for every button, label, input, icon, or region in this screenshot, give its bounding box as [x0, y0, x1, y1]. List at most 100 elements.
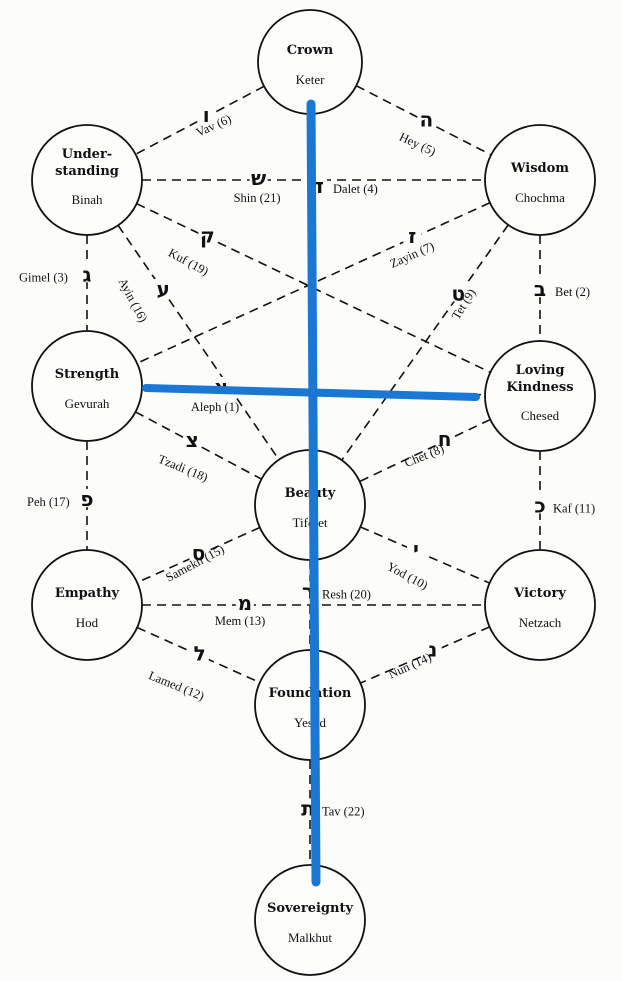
sephirah-title: Empathy: [55, 586, 120, 601]
path-line-nun: [360, 626, 490, 684]
hebrew-letter-kuf: ק: [200, 223, 215, 247]
sephirah-circle: [31, 330, 143, 442]
path-label-tav: Tav (22): [322, 804, 365, 818]
hebrew-letter-lamed: ל: [194, 642, 206, 666]
hebrew-letter-nun: נ: [428, 638, 437, 662]
sephirah-title: Kindness: [506, 380, 573, 395]
sephirah-subtitle: Binah: [71, 192, 103, 207]
path-label-peh: Peh (17): [27, 495, 70, 509]
path-label-mem: Mem (13): [215, 614, 265, 628]
hebrew-letter-bet: ב: [534, 277, 546, 301]
path-line-zayin: [136, 202, 491, 364]
glyph-backdrop: [449, 283, 468, 302]
glyph-backdrop: [531, 495, 549, 514]
path-label-nun: Nun (14): [386, 650, 433, 681]
path-label-resh: Resh (20): [322, 587, 371, 601]
hebrew-letter-samekh: ס: [192, 541, 206, 565]
glyph-backdrop: [235, 593, 254, 611]
hebrew-letter-mem: מ: [238, 591, 252, 615]
sephirah-title: Strength: [55, 367, 120, 382]
path-line-chet: [359, 418, 491, 483]
sephirah-subtitle: Malkhut: [288, 930, 332, 945]
path-label-gimel: Gimel (3): [19, 270, 68, 284]
path-label-tzadi: Tzadi (18): [156, 452, 210, 485]
path-label-kaf: Kaf (11): [553, 501, 595, 515]
path-label-shin: Shin (21): [234, 191, 281, 205]
glyph-backdrop: [198, 225, 217, 244]
sephirah-circle: [254, 864, 366, 976]
sephirah-circle: [484, 549, 596, 661]
path-label-lamed: Lamed (12): [147, 668, 207, 703]
glyph-backdrop: [435, 429, 454, 448]
glyph-backdrop: [531, 279, 549, 298]
sephirah-circle: [484, 124, 596, 236]
sephirah-subtitle: Chesed: [521, 408, 560, 423]
sephirah-circle: [31, 549, 143, 661]
sephirah-subtitle: Hod: [76, 615, 99, 630]
glyph-backdrop: [78, 264, 96, 283]
sephirah-subtitle: Yesod: [294, 715, 326, 730]
vertical-overlay-line: [306, 99, 321, 887]
horizontal-overlay-line: [142, 384, 480, 401]
glyph-backdrop: [406, 539, 425, 558]
sephirah-title: standing: [55, 164, 119, 179]
sephirah-title: Sovereignty: [267, 901, 353, 916]
hebrew-letter-hey: ה: [419, 108, 433, 132]
hebrew-letter-tet: ט: [451, 281, 465, 305]
sephirah-subtitle: Gevurah: [65, 396, 110, 411]
sephirah-subtitle: Chochma: [515, 190, 565, 205]
sephirah-title: Wisdom: [510, 161, 569, 176]
sephirah-subtitle: Keter: [296, 72, 326, 87]
hebrew-letter-tzadi: צ: [186, 428, 199, 452]
sephirah-circle: [484, 340, 596, 452]
hebrew-letter-yod: י: [413, 537, 419, 561]
path-line-tet: [341, 224, 509, 461]
sephirah-circle: [31, 124, 143, 236]
path-line-vav: [135, 85, 265, 155]
sephirah-title: Foundation: [269, 686, 352, 701]
hebrew-letter-zayin: ז: [408, 224, 416, 248]
glyph-backdrop: [197, 104, 216, 123]
hebrew-letter-vav: ו: [203, 103, 210, 127]
hebrew-letter-peh: פ: [80, 487, 93, 511]
hebrew-letter-shin: ש: [251, 166, 266, 190]
glyph-backdrop: [190, 643, 209, 662]
hebrew-letter-chet: ח: [438, 427, 452, 451]
path-label-kuf: Kuf (19): [166, 246, 211, 279]
path-label-aleph: Aleph (1): [191, 400, 239, 414]
glyph-backdrop: [423, 639, 442, 658]
glyph-backdrop: [249, 168, 268, 186]
overlay-layer: [142, 99, 480, 887]
hebrew-letter-kaf: כ: [534, 493, 545, 517]
glyph-backdrop: [154, 278, 173, 297]
path-label-ayin: Ayin (16): [115, 276, 150, 325]
sephirah-title: Loving: [516, 363, 565, 378]
path-label-bet: Bet (2): [555, 285, 590, 299]
sephirah-circle: [257, 9, 363, 115]
path-label-yod: Yod (10): [385, 559, 431, 592]
glyph-backdrop: [78, 488, 96, 507]
glyph-backdrop: [417, 109, 436, 128]
sephirah-title: Under-: [62, 147, 112, 162]
path-label-dalet: Dalet (4): [333, 182, 378, 196]
hebrew-letter-ayin: ע: [156, 277, 169, 301]
glyph-backdrop: [183, 430, 202, 449]
sephirah-title: Crown: [287, 43, 334, 58]
path-line-tzadi: [135, 411, 262, 480]
glyph-backdrop: [403, 226, 422, 245]
hebrew-letter-dalet: ד: [312, 174, 324, 198]
glyph-backdrop: [189, 543, 208, 561]
path-label-chet: Chet (8): [402, 442, 446, 470]
path-line-ayin: [117, 224, 280, 461]
path-line-yod: [360, 526, 490, 584]
